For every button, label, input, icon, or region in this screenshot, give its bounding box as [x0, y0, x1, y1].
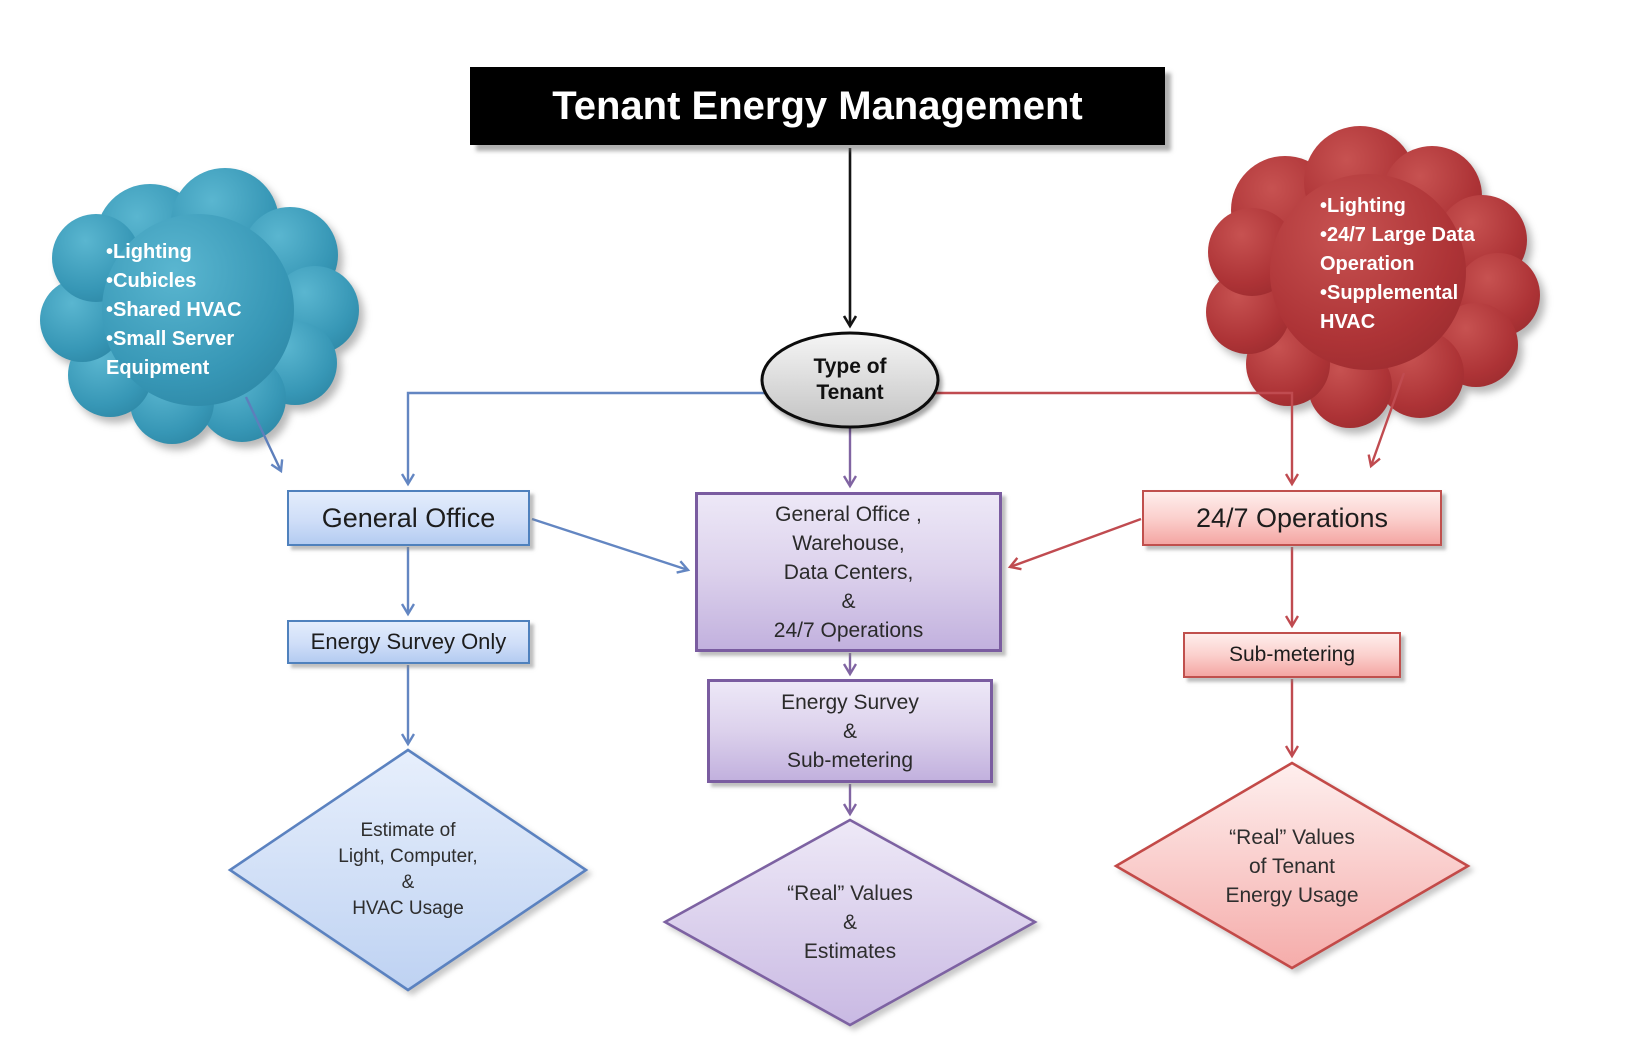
diagram-title: Tenant Energy Management: [470, 67, 1165, 145]
left-cloud-item: •Small Server Equipment: [106, 328, 235, 379]
right-diamond-line: Energy Usage: [1225, 883, 1359, 907]
right-cloud-item: •24/7 Large Data Operation: [1320, 224, 1475, 275]
energy-survey-only-label: Energy Survey Only: [310, 629, 507, 654]
center-diamond-line: Estimates: [803, 939, 897, 963]
right-diamond-line: of Tenant: [1248, 854, 1336, 878]
combined-tenants-line: General Office ,: [775, 502, 922, 526]
connector-right-cloud-arrow: [1371, 372, 1406, 466]
right-diamond-label: “Real” Values of Tenant Energy Usage: [1142, 776, 1442, 956]
right-thought-cloud: [1206, 126, 1540, 428]
left-cloud-list: •Lighting •Cubicles •Shared HVAC •Small …: [106, 238, 296, 383]
connector-left-cloud-arrow: [244, 396, 281, 471]
247-operations-box: 24/7 Operations: [1142, 490, 1442, 546]
right-cloud-item: •Supplemental HVAC: [1320, 282, 1459, 333]
connector-247-to-center-box: [1010, 517, 1142, 567]
center-diamond-line: “Real” Values: [787, 881, 913, 905]
energy-survey-submetering-line: &: [842, 719, 857, 743]
diagram-title-label: Tenant Energy Management: [552, 83, 1083, 128]
connector-general-office-to-center-box: [531, 517, 688, 570]
right-cloud-list: •Lighting •24/7 Large Data Operation •Su…: [1320, 192, 1502, 337]
connector-ellipse-to-247-operations: [935, 391, 1292, 484]
type-of-tenant-line1: Type of: [813, 355, 887, 378]
center-diamond-label: “Real” Values & Estimates: [700, 832, 1000, 1012]
left-diamond-line: HVAC Usage: [352, 898, 464, 919]
general-office-box: General Office: [287, 490, 530, 546]
left-diamond-line: &: [401, 872, 415, 893]
type-of-tenant-line2: Tenant: [816, 381, 884, 404]
type-of-tenant-ellipse: [760, 331, 940, 429]
left-cloud-item: •Lighting: [106, 241, 192, 263]
combined-tenants-line: &: [841, 589, 856, 613]
left-thought-cloud: [40, 168, 359, 444]
left-cloud-item: •Shared HVAC: [106, 299, 242, 321]
combined-tenants-box: General Office , Warehouse, Data Centers…: [695, 492, 1002, 652]
type-of-tenant-label: Type of Tenant: [770, 338, 930, 422]
center-diamond-line: &: [842, 910, 857, 934]
center-diamond-shape: [662, 818, 1038, 1027]
left-cloud-item: •Cubicles: [106, 270, 197, 292]
connector-ellipse-to-general-office: [408, 391, 765, 484]
general-office-label: General Office: [321, 502, 496, 533]
247-operations-label: 24/7 Operations: [1195, 502, 1389, 533]
energy-survey-submetering-line: Energy Survey: [781, 690, 919, 714]
combined-tenants-line: Warehouse,: [792, 531, 905, 555]
left-diamond-line: Light, Computer,: [338, 846, 478, 867]
right-diamond-shape: [1113, 761, 1471, 970]
left-diamond-line: Estimate of: [360, 820, 456, 841]
energy-survey-only-box: Energy Survey Only: [287, 620, 530, 664]
left-diamond-label: Estimate of Light, Computer, & HVAC Usag…: [258, 770, 558, 970]
submetering-box: Sub-metering: [1183, 632, 1401, 678]
energy-survey-submetering-line: Sub-metering: [786, 748, 914, 772]
submetering-label: Sub-metering: [1228, 643, 1356, 666]
right-cloud-item: •Lighting: [1320, 195, 1406, 217]
combined-tenants-line: Data Centers,: [783, 560, 914, 584]
left-diamond-shape: [227, 748, 589, 992]
right-diamond-line: “Real” Values: [1229, 825, 1355, 849]
combined-tenants-line: 24/7 Operations: [773, 618, 924, 642]
energy-survey-submetering-box: Energy Survey & Sub-metering: [707, 679, 993, 783]
